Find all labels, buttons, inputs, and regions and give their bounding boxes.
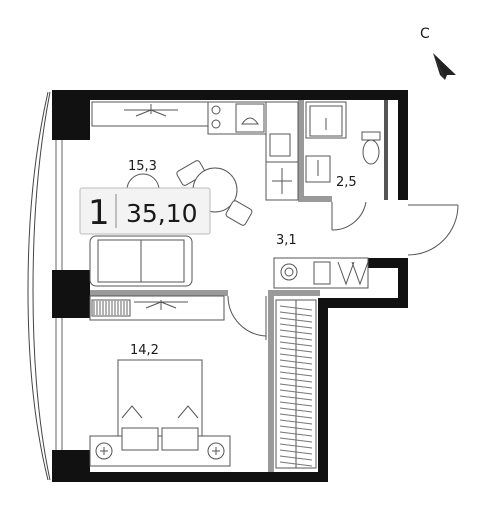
bedroom-door [227,295,267,340]
bed [89,359,231,467]
total-area: 35,10 [126,199,198,228]
hanger-line [279,347,313,353]
hall-area-label: 3,1 [276,233,297,248]
hanger-line [279,395,313,401]
hanger-line [279,359,313,365]
hanger-line [279,365,313,371]
compass-letter: С [420,26,430,42]
hanger-line [279,311,313,317]
sofa [89,235,193,287]
hanger-line [279,341,313,347]
hanger-line [279,413,313,419]
hanger-line [279,389,313,395]
hanger-line [279,329,313,335]
hanger-line [279,305,313,311]
hanger-line [279,419,313,425]
room-count: 1 [88,193,110,233]
hanger-line [279,437,313,443]
hanger-line [279,317,313,323]
bedroom-area-label: 14,2 [130,343,159,358]
window-facade [27,91,63,481]
wardrobe-hangers [279,305,313,467]
hanger-line [279,425,313,431]
hanger-line [279,371,313,377]
hanger-line [279,401,313,407]
laundry-unit [273,257,369,289]
hanger-line [279,455,313,461]
hanger-line [279,431,313,437]
partitions [90,100,388,472]
hanger-line [279,461,313,467]
hanger-line [279,443,313,449]
outer-walls [52,90,408,482]
north-arrow-icon [433,53,456,80]
hanger-line [279,353,313,359]
hanger-line [279,407,313,413]
area-badge: 1 35,10 [79,187,211,235]
bathroom-door [331,201,367,231]
bathroom-area-label: 2,5 [336,175,357,190]
hanger-line [279,377,313,383]
hanger-line [279,383,313,389]
hanger-line [279,323,313,329]
compass: С [420,26,456,80]
bathroom-fixtures [305,101,381,183]
hanger-line [279,335,313,341]
hanger-line [279,449,313,455]
dresser [89,295,225,321]
entry-door [407,204,459,256]
dresser-slats [93,301,128,315]
kitchen-counter [91,101,299,201]
living-room-area-label: 15,3 [128,159,157,174]
